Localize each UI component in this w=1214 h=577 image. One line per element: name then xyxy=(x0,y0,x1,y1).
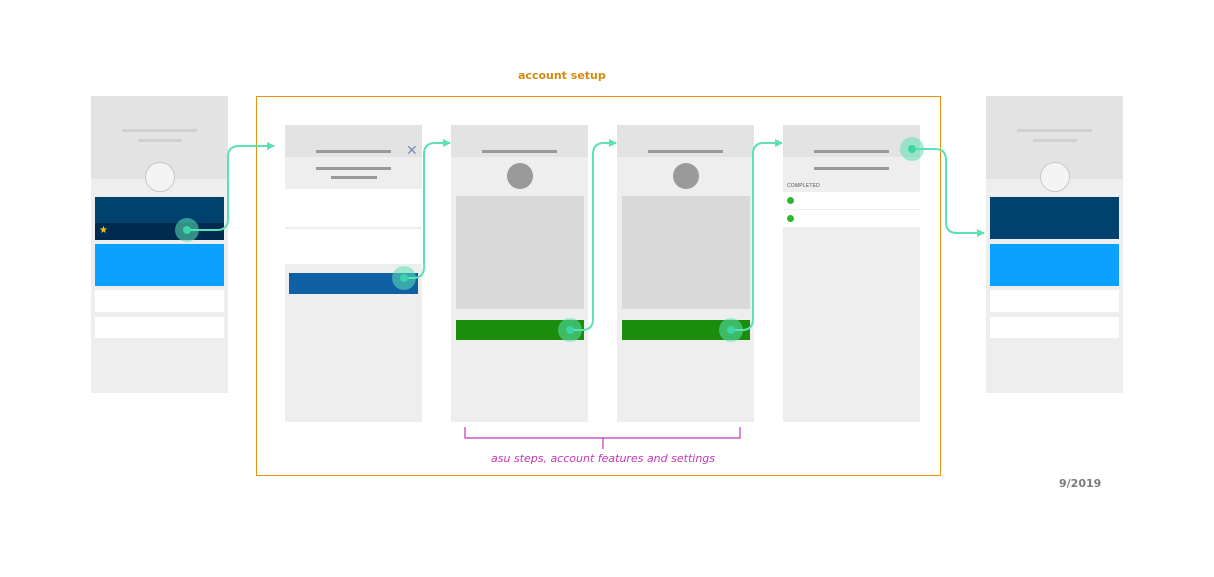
completed-item[interactable] xyxy=(783,192,920,209)
avatar xyxy=(673,163,699,189)
avatar xyxy=(1040,162,1070,192)
header-line xyxy=(648,150,723,153)
steps-bracket xyxy=(464,427,741,449)
content-image xyxy=(456,196,584,309)
screen-start: ★ xyxy=(91,96,228,393)
completed-label: COMPLETED xyxy=(787,183,820,189)
flow-arrow xyxy=(731,139,783,331)
header-line xyxy=(482,150,557,153)
text-line xyxy=(814,167,889,170)
completed-item[interactable] xyxy=(783,210,920,227)
account-card-light[interactable] xyxy=(95,244,224,286)
star-icon: ★ xyxy=(99,225,108,236)
account-card-dark[interactable]: ★ xyxy=(95,197,224,240)
header-line xyxy=(138,139,182,142)
text-line xyxy=(331,176,377,179)
screen-step-2 xyxy=(451,125,588,422)
screen-end xyxy=(986,96,1123,393)
screen-step-3 xyxy=(617,125,754,422)
avatar xyxy=(507,163,533,189)
continue-button[interactable] xyxy=(456,320,584,340)
account-setup-title: account setup xyxy=(518,69,606,82)
header-line xyxy=(122,129,197,132)
list-item[interactable] xyxy=(990,290,1119,312)
check-icon xyxy=(787,215,794,222)
screen-step-1: ✕ xyxy=(285,125,422,422)
header-line xyxy=(1017,129,1092,132)
touch-target-dot xyxy=(908,145,916,153)
touch-target-dot xyxy=(183,226,191,234)
header-line xyxy=(814,150,889,153)
flow-arrow xyxy=(404,139,451,279)
list-item[interactable] xyxy=(990,317,1119,338)
list-item[interactable] xyxy=(95,317,224,338)
close-icon[interactable]: ✕ xyxy=(406,142,418,158)
modal-content xyxy=(285,189,422,227)
primary-button[interactable] xyxy=(289,273,418,294)
header-line xyxy=(316,150,391,153)
modal-body-top xyxy=(285,157,422,189)
check-icon xyxy=(787,197,794,204)
steps-caption: asu steps, account features and settings xyxy=(490,452,716,465)
flow-arrow xyxy=(570,139,617,331)
flow-arrow xyxy=(912,148,985,237)
account-card-light[interactable] xyxy=(990,244,1119,286)
text-line xyxy=(316,167,391,170)
header-line xyxy=(1033,139,1077,142)
account-card-dark[interactable] xyxy=(990,197,1119,239)
modal-content xyxy=(285,229,422,264)
account-setup-group-box xyxy=(256,96,941,476)
touch-target-dot xyxy=(566,326,574,334)
touch-target-dot xyxy=(727,326,735,334)
touch-target-dot xyxy=(400,274,408,282)
continue-button[interactable] xyxy=(622,320,750,340)
list-item[interactable] xyxy=(95,290,224,312)
content-image xyxy=(622,196,750,309)
screen-completed xyxy=(783,125,920,422)
date-label: 9/2019 xyxy=(1059,477,1102,490)
avatar xyxy=(145,162,175,192)
flow-arrow xyxy=(187,142,275,231)
